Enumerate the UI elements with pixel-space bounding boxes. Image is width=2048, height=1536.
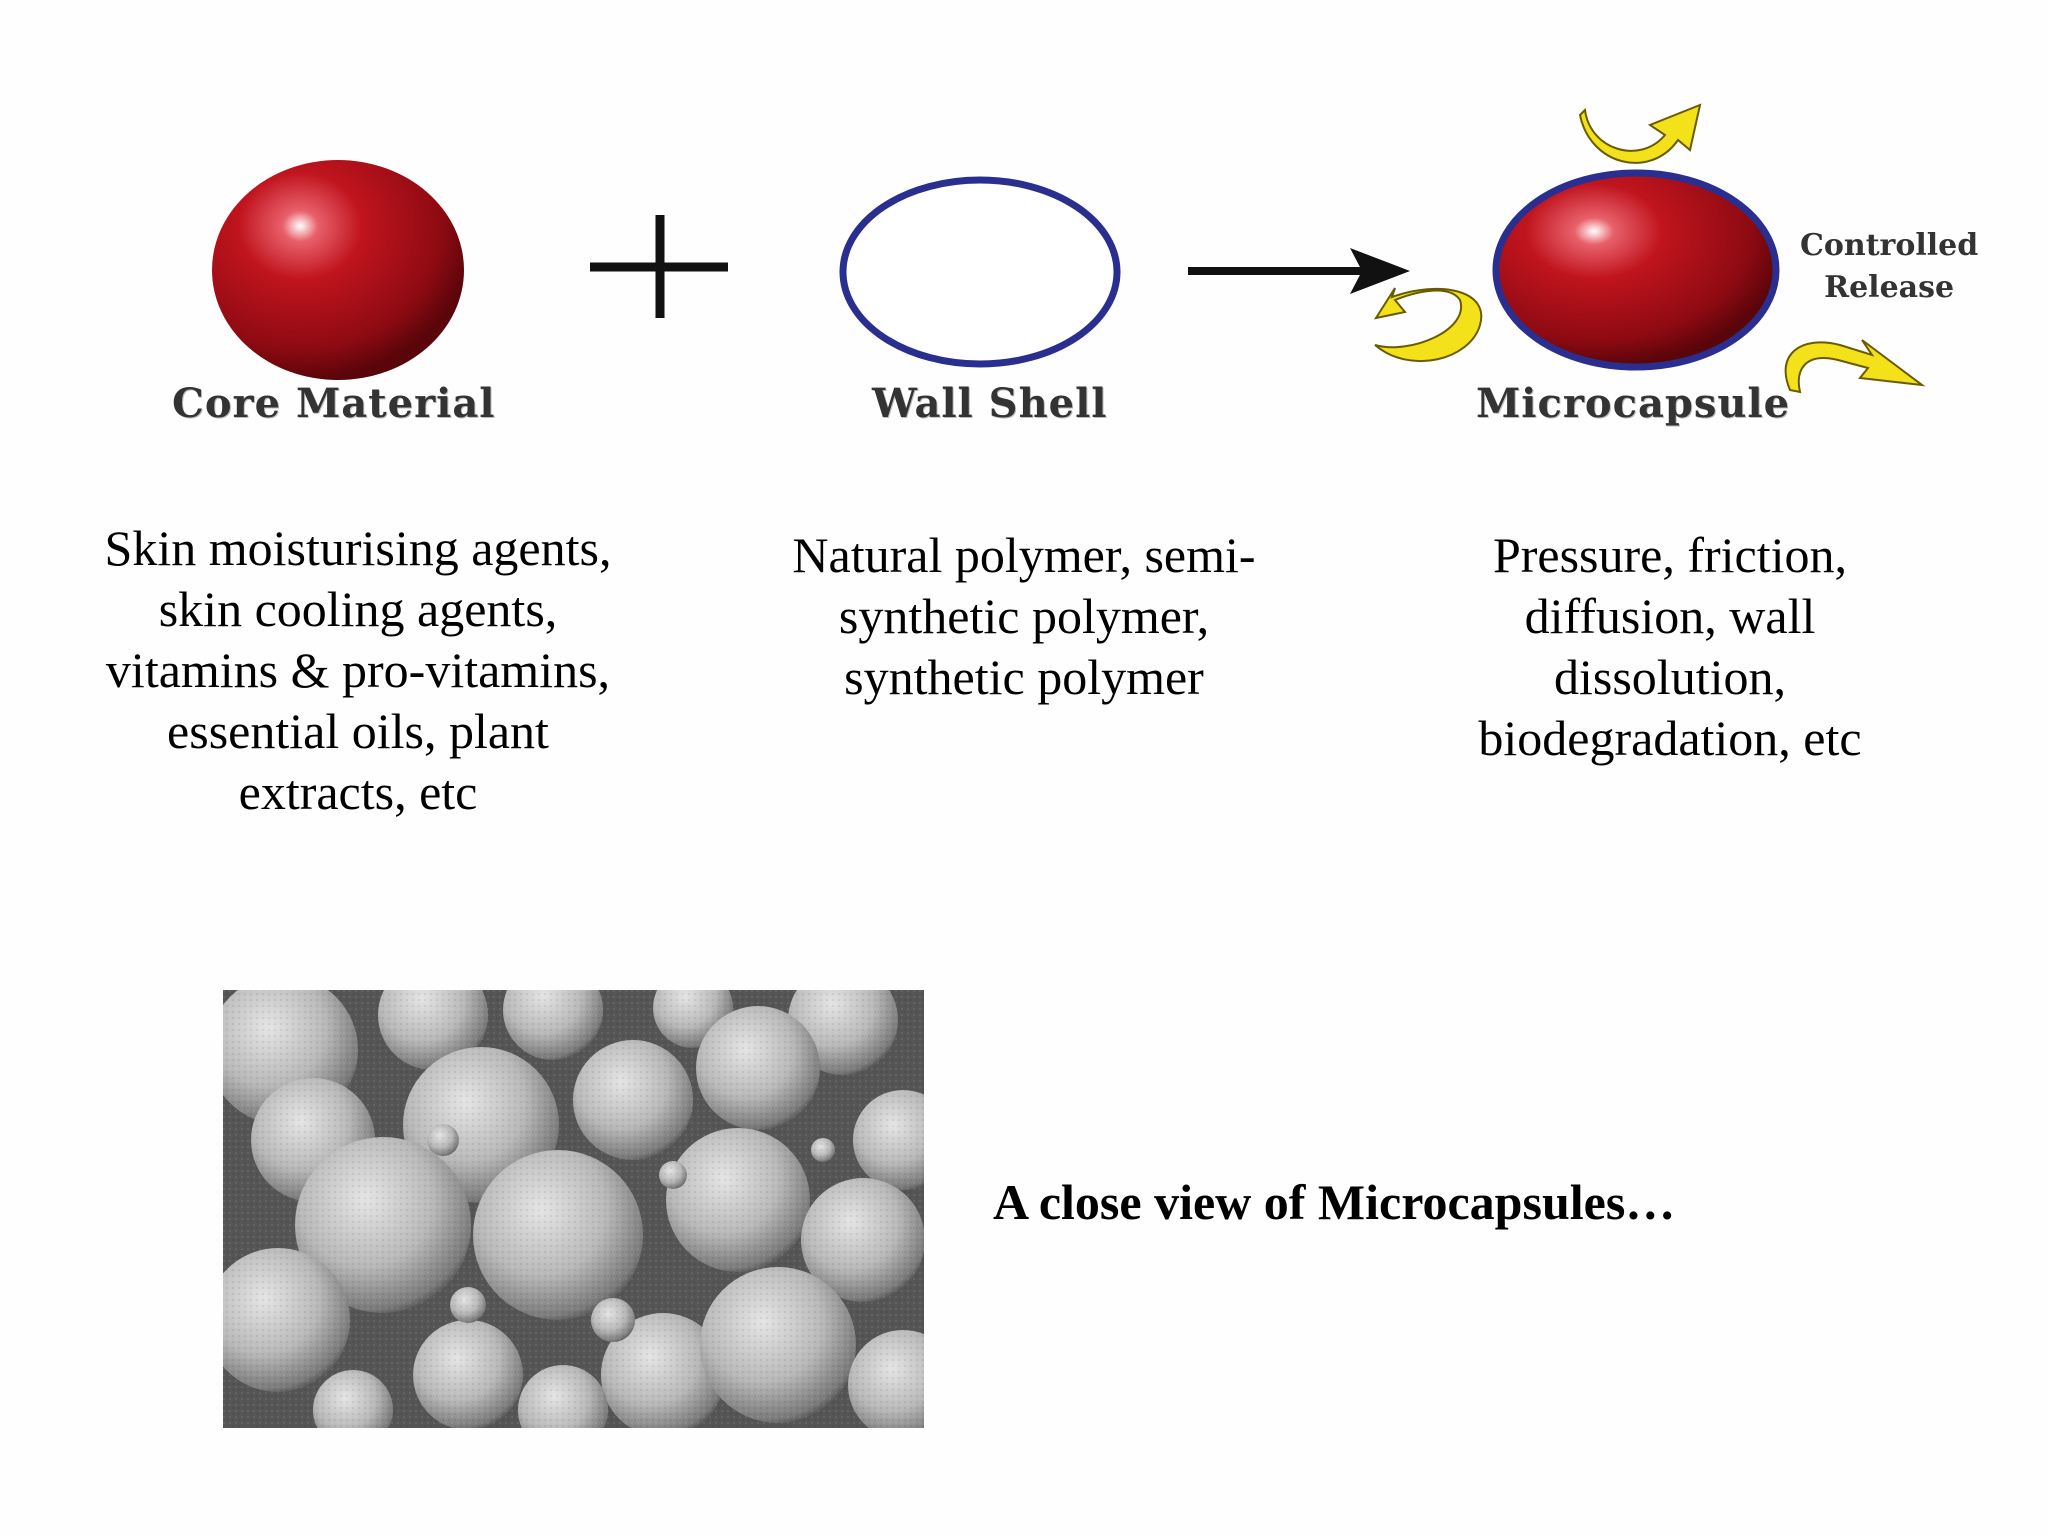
microcapsule-sphere (1492, 169, 1780, 371)
description-line: skin cooling agents, (158, 581, 558, 637)
description-line: extracts, etc (238, 764, 478, 820)
description-line: Skin moisturising agents, (104, 520, 612, 576)
core-material-description: Skin moisturising agents, skin cooling a… (78, 518, 638, 823)
microcapsule-label: Microcapsule (1476, 380, 1791, 427)
wall-shell-ring (839, 176, 1121, 368)
description-line: Natural polymer, semi- (792, 527, 1256, 583)
core-material-sphere (212, 160, 464, 380)
description-line: synthetic polymer (844, 649, 1204, 705)
controlled-release-label: Controlled Release (1800, 225, 1978, 309)
wall-shell-description: Natural polymer, semi- synthetic polymer… (754, 525, 1294, 708)
description-line: vitamins & pro-vitamins, (105, 642, 611, 698)
right-arrow-icon (1188, 248, 1410, 294)
microcapsules-sem-photo (223, 990, 924, 1428)
release-mechanism-description: Pressure, friction, diffusion, wall diss… (1425, 525, 1915, 769)
description-line: Pressure, friction, (1492, 527, 1848, 583)
release-arrow-left-icon (1373, 287, 1483, 363)
release-arrow-top-icon (1578, 103, 1702, 164)
controlled-release-line: Release (1824, 270, 1955, 305)
photo-caption: A close view of Microcapsules… (993, 1174, 1676, 1230)
description-line: diffusion, wall (1524, 588, 1816, 644)
description-line: biodegradation, etc (1478, 710, 1862, 766)
description-line: dissolution, (1554, 649, 1786, 705)
description-line: synthetic polymer, (838, 588, 1210, 644)
sem-photo-graphic (223, 990, 924, 1428)
release-arrow-right-icon (1784, 339, 1926, 394)
microencapsulation-diagram (212, 103, 1926, 394)
description-line: essential oils, plant (167, 703, 549, 759)
wall-shell-label: Wall Shell (872, 380, 1108, 427)
controlled-release-line: Controlled (1800, 228, 1979, 263)
core-material-label: Core Material (172, 380, 496, 427)
plus-icon (590, 215, 728, 318)
